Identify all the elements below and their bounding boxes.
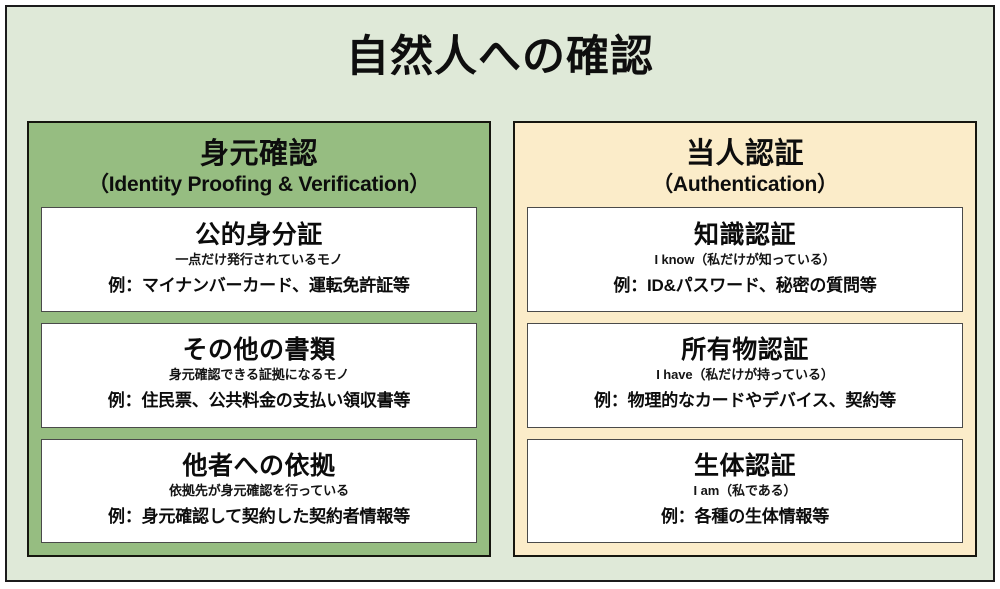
card-title: その他の書類 bbox=[182, 336, 336, 365]
panel-identity-card-list: 公的身分証 一点だけ発行されているモノ 例：マイナンバーカード、運転免許証等 そ… bbox=[41, 207, 477, 544]
columns-container: 身元確認 （Identity Proofing & Verification） … bbox=[27, 121, 977, 557]
card-biometric-factor: 生体認証 I am（私である） 例：各種の生体情報等 bbox=[527, 438, 963, 544]
slide-canvas: 自然人への確認 身元確認 （Identity Proofing & Verifi… bbox=[5, 5, 995, 582]
panel-identity-title: 身元確認 bbox=[199, 138, 318, 170]
card-note: I have（私だけが持っている） bbox=[656, 367, 834, 383]
card-note: 一点だけ発行されているモノ bbox=[175, 251, 343, 267]
panel-authentication: 当人認証 （Authentication） 知識認証 I know（私だけが知っ… bbox=[513, 121, 977, 557]
panel-authentication-card-list: 知識認証 I know（私だけが知っている） 例：ID&パスワード、秘密の質問等… bbox=[527, 207, 963, 544]
card-note: 身元確認できる証拠になるモノ bbox=[168, 367, 350, 383]
panel-authentication-subtitle: （Authentication） bbox=[652, 173, 838, 197]
card-example: 例：物理的なカードやデバイス、契約等 bbox=[594, 391, 896, 411]
card-title: 公的身分証 bbox=[195, 220, 323, 249]
panel-authentication-title: 当人認証 bbox=[685, 138, 804, 170]
card-example: 例：住民票、公共料金の支払い領収書等 bbox=[107, 391, 411, 411]
card-title: 他者への依拠 bbox=[182, 451, 336, 480]
panel-authentication-header: 当人認証 （Authentication） bbox=[527, 137, 963, 198]
card-title: 知識認証 bbox=[693, 220, 796, 249]
card-public-id: 公的身分証 一点だけ発行されているモノ 例：マイナンバーカード、運転免許証等 bbox=[41, 207, 477, 312]
card-example: 例：身元確認して契約した契約者情報等 bbox=[108, 506, 410, 526]
card-knowledge-factor: 知識認証 I know（私だけが知っている） 例：ID&パスワード、秘密の質問等 bbox=[527, 207, 963, 312]
panel-identity-header: 身元確認 （Identity Proofing & Verification） bbox=[41, 137, 477, 198]
card-example: 例：マイナンバーカード、運転免許証等 bbox=[108, 275, 410, 295]
panel-identity-proofing: 身元確認 （Identity Proofing & Verification） … bbox=[27, 121, 491, 557]
card-note: 依拠先が身元確認を行っている bbox=[169, 482, 349, 498]
card-possession-factor: 所有物認証 I have（私だけが持っている） 例：物理的なカードやデバイス、契… bbox=[527, 322, 963, 428]
card-note: I am（私である） bbox=[693, 482, 797, 498]
card-note: I know（私だけが知っている） bbox=[654, 251, 836, 267]
card-third-party-reliance: 他者への依拠 依拠先が身元確認を行っている 例：身元確認して契約した契約者情報等 bbox=[41, 438, 477, 544]
card-other-documents: その他の書類 身元確認できる証拠になるモノ 例：住民票、公共料金の支払い領収書等 bbox=[41, 322, 477, 428]
card-example: 例：ID&パスワード、秘密の質問等 bbox=[613, 275, 877, 295]
page-title: 自然人への確認 bbox=[346, 33, 654, 81]
card-title: 生体認証 bbox=[693, 451, 796, 480]
panel-identity-subtitle: （Identity Proofing & Verification） bbox=[87, 173, 431, 197]
card-example: 例：各種の生体情報等 bbox=[661, 506, 829, 526]
card-title: 所有物認証 bbox=[681, 336, 809, 365]
